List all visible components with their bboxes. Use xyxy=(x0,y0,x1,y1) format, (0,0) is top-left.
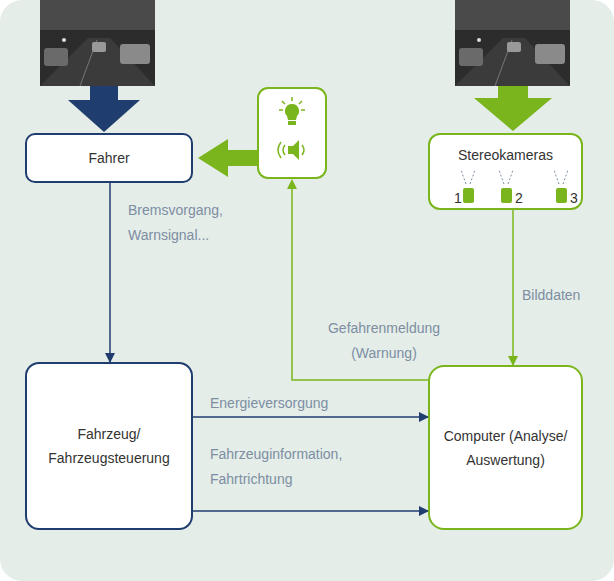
bulb-ray xyxy=(279,109,283,111)
flow-arrow xyxy=(109,183,111,362)
photo-car xyxy=(120,44,150,64)
edge-label: Bremsvorgang, Warnsignal... xyxy=(128,198,258,248)
edge-label: Bilddaten xyxy=(522,283,602,308)
street-photo xyxy=(455,0,570,86)
perception-arrow xyxy=(68,86,140,132)
photo-light xyxy=(477,38,481,42)
bulb-ray xyxy=(282,101,285,104)
photo-road xyxy=(455,38,570,86)
edge-label: Energieversorgung xyxy=(210,391,410,416)
photo-light xyxy=(62,38,66,42)
photo-car xyxy=(44,48,68,66)
bulb-ray xyxy=(299,101,302,104)
arrow-head xyxy=(287,179,297,189)
callout-number: 1 xyxy=(454,190,464,206)
photo-car xyxy=(459,48,483,66)
bulb-base xyxy=(288,121,296,125)
speaker-body xyxy=(288,140,299,160)
computer-box: Computer (Analyse/ Auswertung) xyxy=(428,365,583,530)
callout-number: 2 xyxy=(515,190,525,206)
camera-body xyxy=(463,188,474,203)
bulb-ray xyxy=(301,109,305,111)
flow-arrow xyxy=(193,416,428,418)
photo-sky xyxy=(40,0,155,30)
perception-arrow xyxy=(474,86,552,131)
camera-body xyxy=(501,188,512,203)
photo-road xyxy=(40,38,155,86)
lightbulb-icon xyxy=(279,97,305,125)
sound-wave xyxy=(302,145,304,155)
warning-box xyxy=(258,88,326,178)
edge-label: Fahrzeuginformation, Fahrtrichtung xyxy=(210,442,380,492)
bulb-glass xyxy=(285,104,299,120)
flow-arrow xyxy=(193,510,428,512)
vehicle-box: Fahrzeug/ Fahrzeugsteuerung xyxy=(25,362,193,530)
signal-label: Gefahrenmeldung (Warnung) xyxy=(306,316,462,366)
person-box: Fahrer xyxy=(25,133,193,183)
sound-wave xyxy=(283,145,285,155)
box-text: Fahrer xyxy=(88,146,129,170)
camera-body xyxy=(556,188,567,203)
box-text: Computer (Analyse/ Auswertung) xyxy=(440,424,571,472)
photo-car xyxy=(535,44,565,64)
sound-wave xyxy=(278,142,281,158)
photo-car xyxy=(507,42,521,52)
photo-sky xyxy=(455,0,570,30)
photo-car xyxy=(92,42,106,52)
callout-number: 3 xyxy=(570,190,580,206)
box-text: Stereokameras xyxy=(458,143,553,167)
flow-arrow xyxy=(512,210,514,365)
photo-frame xyxy=(455,0,570,86)
speaker-icon xyxy=(278,140,304,160)
warning-arrow xyxy=(198,139,258,177)
photo-frame xyxy=(40,0,155,86)
street-photo xyxy=(40,0,155,86)
bulb-ray xyxy=(291,97,293,101)
box-text: Fahrzeug/ Fahrzeugsteuerung xyxy=(37,422,181,470)
